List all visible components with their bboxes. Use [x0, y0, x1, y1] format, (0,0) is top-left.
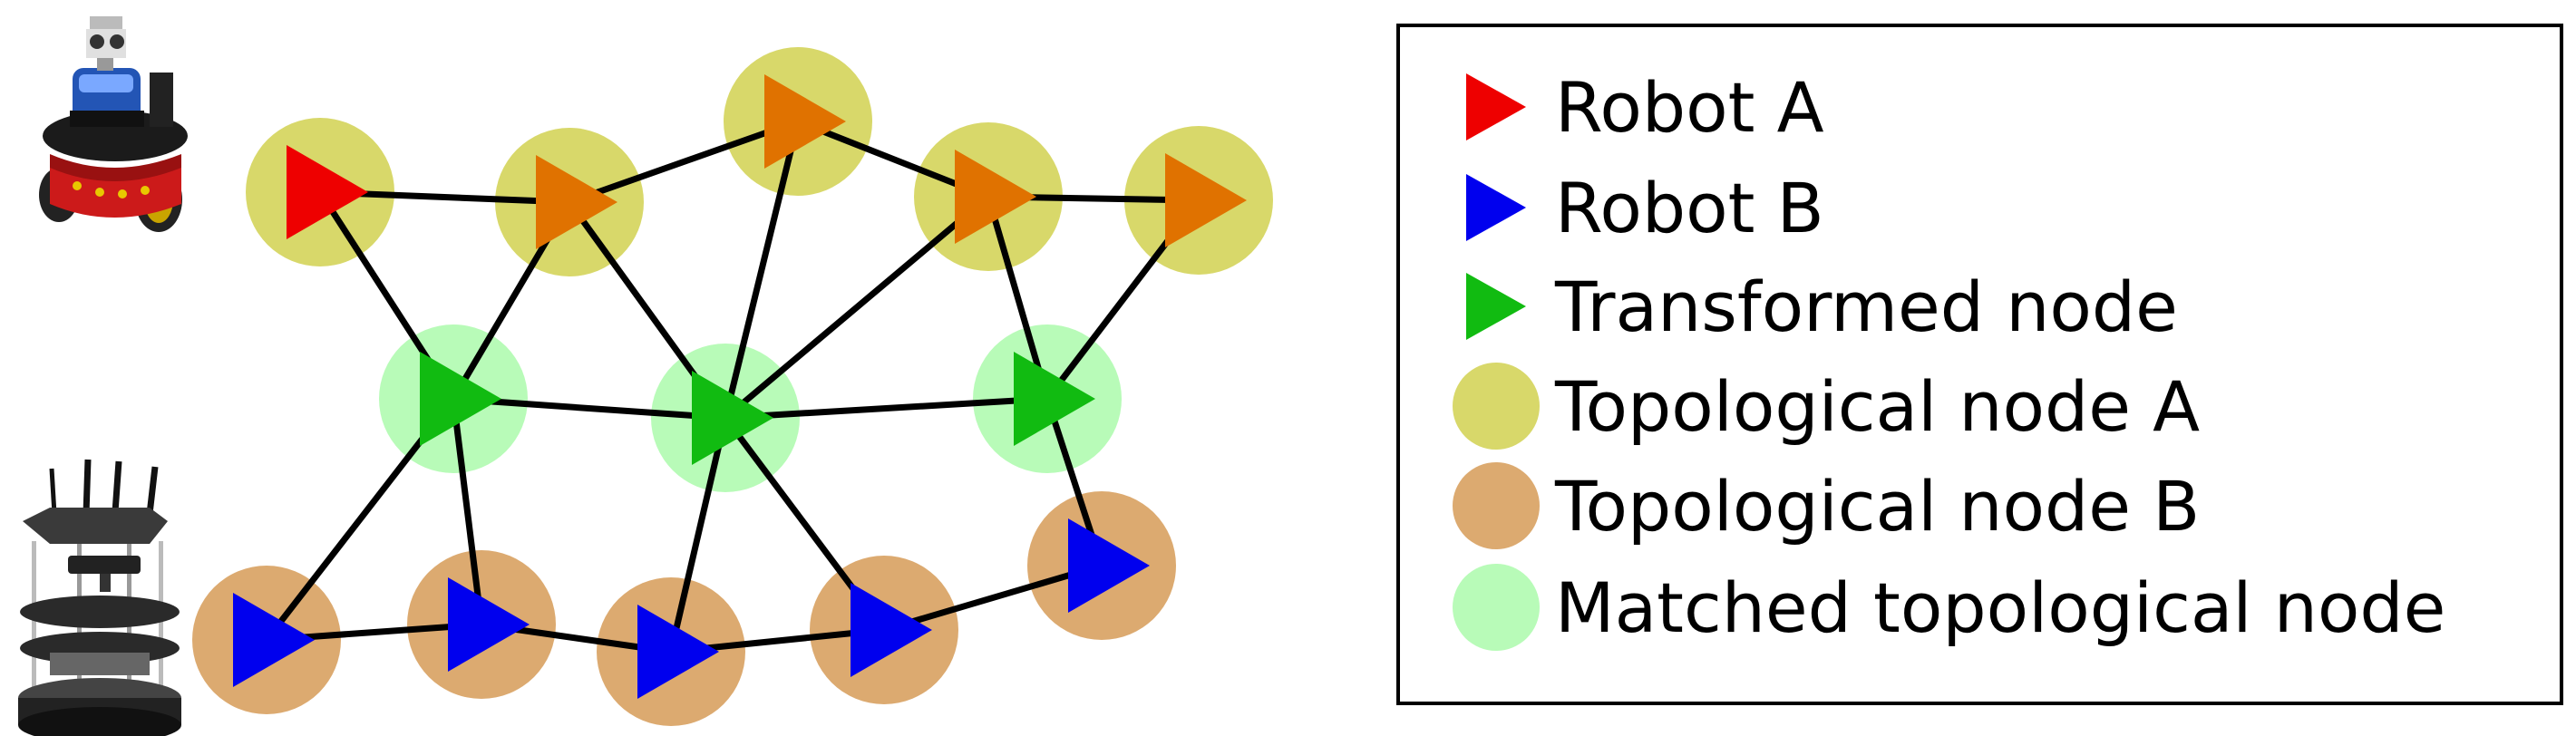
legend-robot-a-label: Robot A	[1555, 67, 1824, 148]
edge-m1-b2	[450, 398, 485, 625]
legend-item-transformed-node: Transformed node	[1466, 266, 2178, 347]
node-m1-marker	[420, 352, 501, 446]
edge-b4-b5	[883, 562, 1103, 634]
legend-item-robot-b: Robot B	[1466, 168, 1824, 248]
node-b3-marker	[637, 605, 719, 699]
legend-topological-node-a-label: Topological node A	[1554, 366, 2200, 447]
edge-m2-a4	[723, 194, 991, 421]
node-m2-marker	[692, 371, 773, 465]
legend-matched-topological-node-circle-icon	[1453, 564, 1540, 651]
legend-matched-topological-node-label: Matched topological node	[1555, 567, 2445, 648]
legend-transformed-node-triangle-icon	[1466, 273, 1526, 340]
edge-m1-m2	[452, 395, 726, 421]
legend-topological-node-b-label: Topological node B	[1554, 466, 2200, 547]
node-a4-marker	[955, 150, 1036, 244]
edge-a4-m3	[985, 196, 1051, 400]
legend-robot-a-triangle-icon	[1466, 73, 1526, 140]
edge-m2-m3	[724, 395, 1048, 421]
node-a2-marker	[536, 155, 617, 249]
legend-transformed-node-label: Transformed node	[1554, 266, 2178, 347]
legend-item-robot-a: Robot A	[1466, 67, 1824, 148]
legend-box	[1396, 24, 2563, 705]
robot-b-photo-icon	[18, 459, 181, 736]
edge-m2-a3	[722, 121, 802, 419]
legend-robot-b-triangle-icon	[1466, 174, 1526, 241]
edge-m2-b3	[667, 417, 729, 653]
node-a3-marker	[764, 74, 846, 169]
node-a1-marker	[287, 145, 368, 239]
legend: Robot A Robot B Transformed nodeTopologica…	[1453, 67, 2445, 651]
node-m3-marker	[1014, 352, 1095, 446]
legend-robot-b-label: Robot B	[1555, 168, 1824, 248]
node-b4-marker	[851, 583, 932, 677]
legend-item-matched-topological-node: Matched topological node	[1453, 564, 2445, 651]
legend-item-topological-node-b: Topological node B	[1453, 462, 2200, 549]
legend-topological-node-a-circle-icon	[1453, 363, 1540, 450]
node-a5-marker	[1165, 153, 1247, 247]
node-markers	[233, 74, 1247, 699]
node-b2-marker	[448, 577, 530, 672]
edge-a2-a3	[568, 118, 800, 206]
robot-a-photo-icon	[39, 16, 188, 232]
node-b5-marker	[1068, 518, 1150, 613]
legend-topological-node-b-circle-icon	[1453, 462, 1540, 549]
legend-item-topological-node-a: Topological node A	[1453, 363, 2200, 450]
node-b1-marker	[233, 593, 315, 687]
